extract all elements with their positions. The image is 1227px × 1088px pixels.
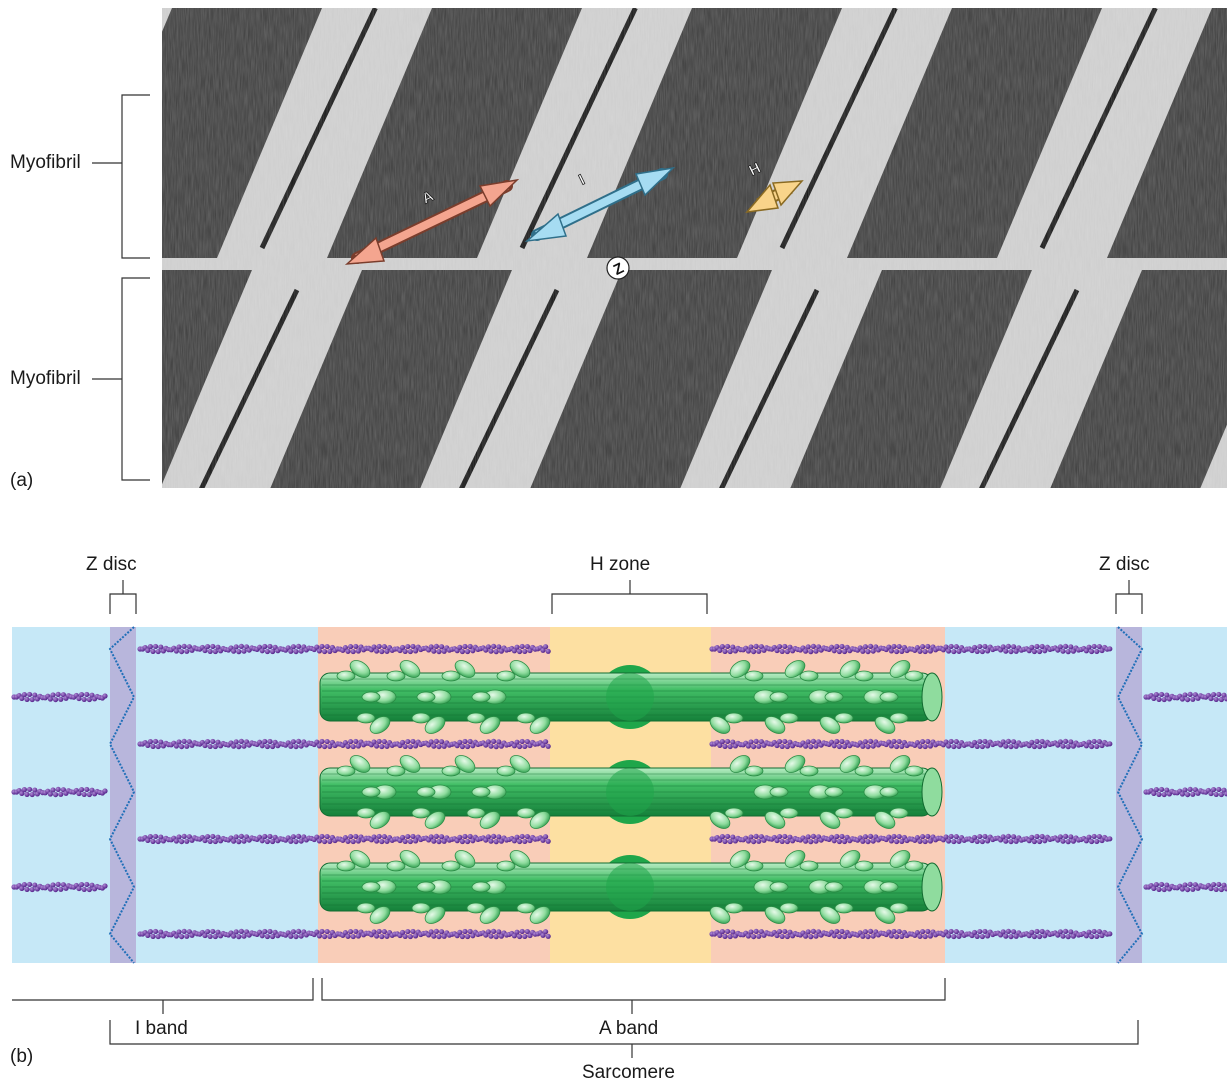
- z-marker: Z: [606, 256, 630, 280]
- actin-strand: [11, 881, 108, 893]
- i-band-arrow: I: [524, 166, 676, 243]
- actin-strand: [709, 928, 1113, 940]
- i-band-label: I band: [135, 1018, 188, 1039]
- myosin-filaments: [319, 660, 943, 924]
- z-disc-zigzag: [1116, 626, 1144, 964]
- a-band-arrow: A: [344, 178, 520, 265]
- actin-strand: [137, 928, 551, 940]
- myofibril-label-top: Myofibril: [10, 152, 81, 173]
- h-zone-arrow: H: [745, 159, 804, 213]
- panel-a-label: (a): [10, 470, 34, 491]
- actin-strand: [1143, 881, 1227, 893]
- actin-strand: [1143, 691, 1227, 703]
- z-disc-label-right: Z disc: [1099, 554, 1150, 575]
- actin-strand: [709, 738, 1113, 750]
- z-disc-zigzag: [108, 626, 136, 964]
- actin-strand: [137, 643, 551, 655]
- actin-strand: [11, 691, 108, 703]
- z-disc-label-left: Z disc: [86, 554, 137, 575]
- actin-filaments: [11, 643, 1227, 940]
- actin-strand: [137, 738, 551, 750]
- myofibril-brackets: [92, 94, 150, 481]
- myosin-thick-filament: [319, 755, 943, 829]
- actin-strand: [709, 833, 1113, 845]
- myofibril-label-bottom: Myofibril: [10, 368, 81, 389]
- myosin-thick-filament: [319, 850, 943, 924]
- actin-strand: [709, 643, 1113, 655]
- actin-strand: [1143, 786, 1227, 798]
- a-band-label: A band: [599, 1018, 659, 1039]
- z-disc-zigzags: [108, 626, 1144, 964]
- actin-strand: [11, 786, 108, 798]
- micrograph: A I H Z: [162, 8, 1227, 488]
- panel-b-label: (b): [10, 1046, 34, 1067]
- sarcomere-label: Sarcomere: [582, 1062, 675, 1083]
- myosin-thick-filament: [319, 660, 943, 734]
- h-zone-label: H zone: [590, 554, 651, 575]
- actin-strand: [137, 833, 551, 845]
